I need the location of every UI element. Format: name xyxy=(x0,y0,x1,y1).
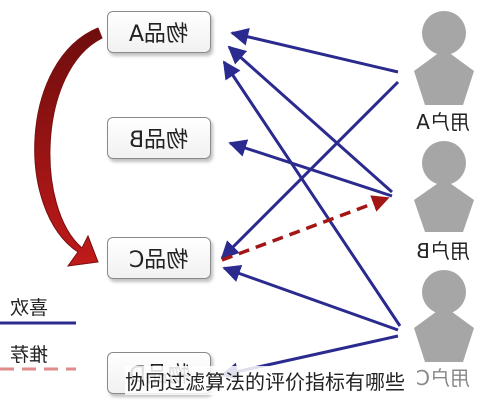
legend-recommend-label: 推荐 xyxy=(10,344,49,366)
item-label-a: 物品A xyxy=(129,22,189,47)
caption-text: 协同过滤算法的评价指标有哪些 xyxy=(125,366,405,395)
recommend-arrow-itemC-userB xyxy=(221,195,390,262)
item-box-b: 物品B xyxy=(107,117,211,159)
user-icon-c xyxy=(414,270,474,362)
like-arrow-userB-itemB xyxy=(228,139,393,198)
like-arrow-userA-itemA xyxy=(230,27,399,74)
user-label-b: 用户B xyxy=(416,239,470,263)
user-label-a: 用户A xyxy=(416,110,470,134)
item-label-b: 物品B xyxy=(129,128,189,153)
legend-like-label: 喜欢 xyxy=(10,297,49,319)
item-box-a: 物品A xyxy=(107,11,211,53)
user-icon-a xyxy=(414,11,474,105)
item-box-c: 物品C xyxy=(107,237,211,279)
like-arrow-userB-itemA xyxy=(227,45,393,194)
similarity-curved-arrow xyxy=(34,27,103,267)
like-arrow-userC-itemC xyxy=(222,264,399,332)
user-icon-b xyxy=(414,141,474,232)
item-label-c: 物品C xyxy=(129,248,189,273)
like-arrows xyxy=(220,27,402,381)
like-arrow-userC-itemA xyxy=(222,60,402,327)
user-label-c: 用户C xyxy=(416,366,470,390)
